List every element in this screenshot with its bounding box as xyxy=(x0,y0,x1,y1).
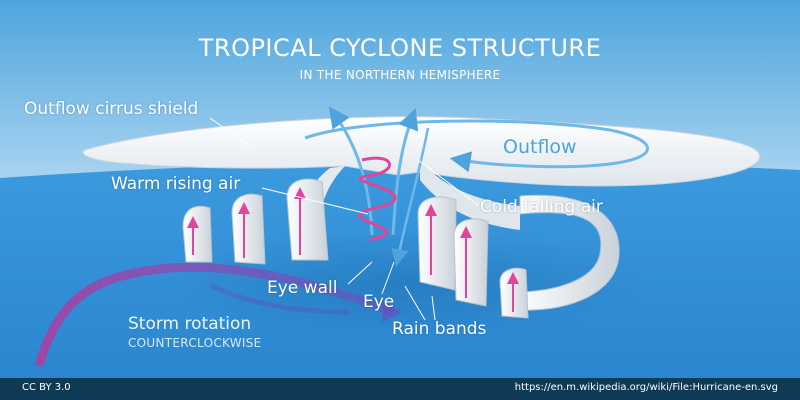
rain-band-l3 xyxy=(286,178,329,261)
outflow-cirrus-shield xyxy=(82,116,761,187)
storm-rotation-arrow xyxy=(35,262,395,367)
label-counterclockwise: COUNTERCLOCKWISE xyxy=(128,336,262,350)
label-rain-bands: Rain bands xyxy=(392,319,487,339)
outflow-stream-left xyxy=(328,106,374,236)
diagram-title: TROPICAL CYCLONE STRUCTURE xyxy=(198,34,602,62)
label-storm-rotation: Storm rotation xyxy=(128,314,252,334)
label-eye: Eye xyxy=(363,292,395,312)
pointer-eye xyxy=(381,261,395,295)
inner-rotation-arrow xyxy=(208,282,351,315)
diagram-subtitle: IN THE NORTHERN HEMISPHERE xyxy=(299,68,501,82)
label-cold-falling-air: Cold falling air xyxy=(480,197,603,217)
shield-underside xyxy=(420,160,520,230)
footer-bar: CC BY 3.0 https://en.m.wikipedia.org/wik… xyxy=(0,378,800,400)
pointer-warm-air xyxy=(261,187,369,215)
pointer-eye-wall xyxy=(347,261,373,285)
label-outflow: Outflow xyxy=(503,136,577,158)
label-eye-wall: Eye wall xyxy=(267,278,338,298)
pointer-cold-air xyxy=(417,159,479,206)
pointer-rain-bands-1 xyxy=(404,285,426,321)
storm-shadow xyxy=(170,230,650,340)
cold-air-arrow-1 xyxy=(391,127,430,267)
pointer-rain-bands-2 xyxy=(431,295,436,321)
rain-band-r2 xyxy=(453,218,489,307)
source-url[interactable]: https://en.m.wikipedia.org/wiki/File:Hur… xyxy=(514,382,778,393)
storm-rotation-arrowhead xyxy=(382,300,402,322)
license-text: CC BY 3.0 xyxy=(22,382,71,393)
rain-band-r1 xyxy=(417,196,457,291)
warm-air-spiral xyxy=(357,156,397,242)
pointer-cirrus xyxy=(209,117,251,147)
outflow-stream-right xyxy=(391,108,419,236)
label-outflow-cirrus-shield: Outflow cirrus shield xyxy=(24,99,199,119)
rain-band-l2 xyxy=(231,193,266,265)
rain-band-l1 xyxy=(182,205,213,263)
label-warm-rising-air: Warm rising air xyxy=(111,174,241,194)
